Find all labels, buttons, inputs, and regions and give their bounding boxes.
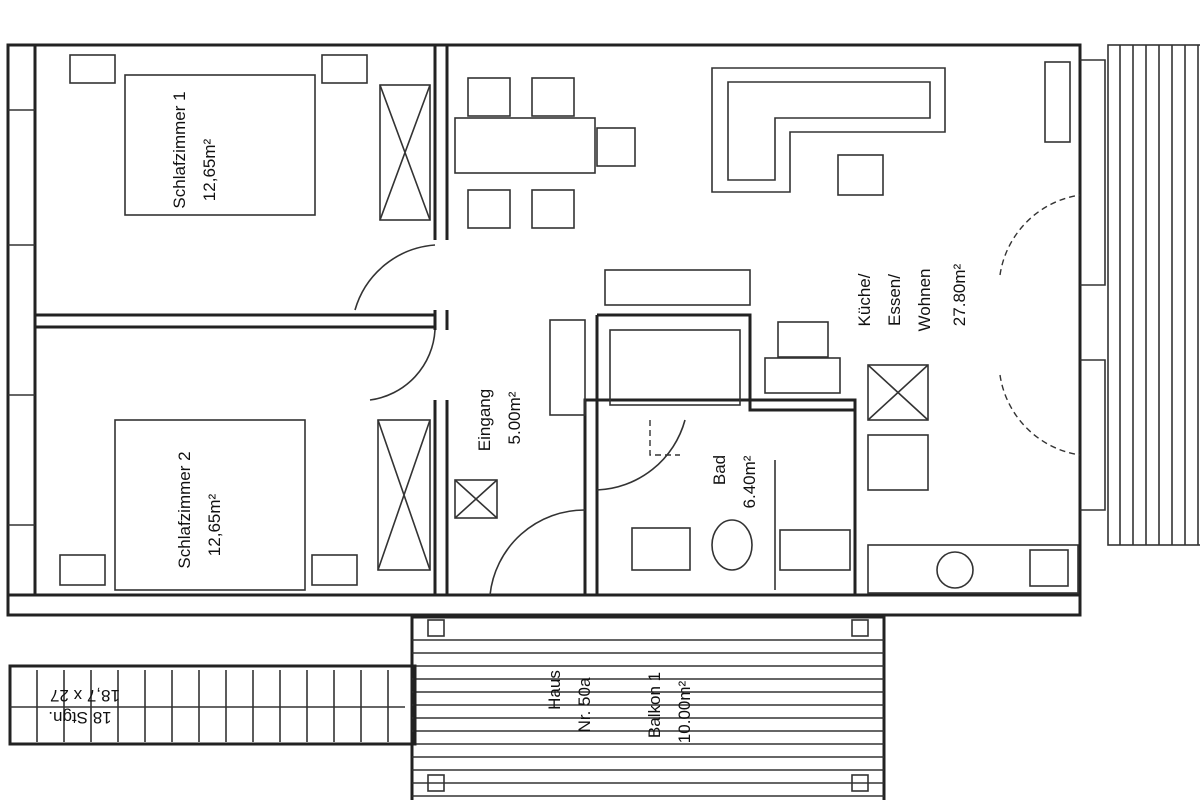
living-line1: Küche/ bbox=[855, 273, 874, 326]
bedroom1-name: Schlafzimmer 1 bbox=[170, 91, 189, 208]
terrace bbox=[1107, 44, 1200, 546]
entrance-name: Eingang bbox=[475, 389, 494, 451]
doors bbox=[354, 194, 1081, 596]
bedroom2-name: Schlafzimmer 2 bbox=[175, 451, 194, 568]
balcony-outline bbox=[410, 615, 886, 800]
walls bbox=[6, 43, 1106, 617]
stairs-size: 18,7 x 27 bbox=[50, 686, 120, 705]
room-labels: Schlafzimmer 1 12,65m² Schlafzimmer 2 12… bbox=[48, 91, 969, 743]
balcony-number: Nr. 50a bbox=[575, 677, 594, 732]
stairs-outline bbox=[8, 664, 417, 746]
stairs-steps: 18 Stgn. bbox=[48, 708, 111, 727]
balcony-post bbox=[427, 774, 445, 792]
balcony-house: Haus bbox=[545, 670, 564, 710]
living-area: 27.80m² bbox=[950, 263, 969, 326]
balcony-name: Balkon 1 bbox=[645, 672, 664, 738]
living-line3: Wohnen bbox=[915, 268, 934, 331]
furniture bbox=[59, 54, 1079, 594]
entrance-area: 5.00m² bbox=[505, 391, 524, 444]
balcony-post bbox=[851, 774, 869, 792]
stairs bbox=[8, 664, 417, 746]
balcony-area: 10.00m² bbox=[675, 680, 694, 743]
balcony-post bbox=[851, 619, 869, 637]
bedroom2-area: 12,65m² bbox=[205, 493, 224, 556]
living-line2: Essen/ bbox=[885, 274, 904, 326]
bedroom1-area: 12,65m² bbox=[200, 138, 219, 201]
bath-name: Bad bbox=[710, 455, 729, 485]
balcony-post bbox=[427, 619, 445, 637]
balcony bbox=[410, 615, 886, 800]
terrace-outline bbox=[1107, 44, 1200, 546]
bath-area: 6.40m² bbox=[740, 455, 759, 508]
